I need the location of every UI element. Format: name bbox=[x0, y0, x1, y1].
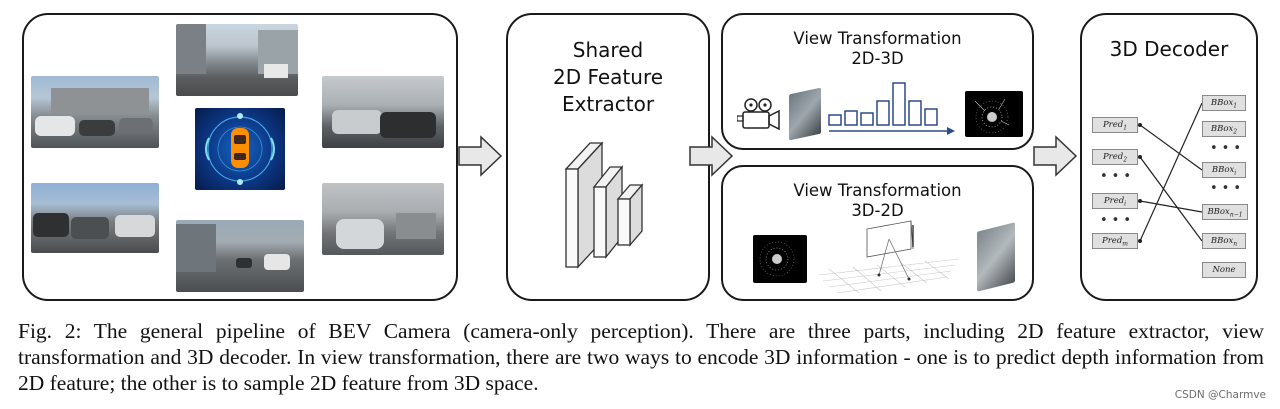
view-transform-2d3d-panel: View Transformation 2D-3D bbox=[721, 13, 1034, 150]
car-sensor-icon bbox=[195, 108, 285, 190]
front-right-camera-image bbox=[322, 76, 444, 148]
matching-lines bbox=[1138, 102, 1203, 243]
bbox-subscript: i bbox=[1234, 169, 1237, 177]
shared-extractor-panel: Shared 2D Feature Extractor bbox=[506, 13, 710, 301]
output-view-image-bottom bbox=[977, 222, 1015, 292]
bbox-item-1: BBox1 bbox=[1202, 95, 1246, 111]
pred-label: Pred bbox=[1102, 152, 1124, 162]
front-left-camera-image bbox=[31, 76, 159, 148]
bbox-label: BBox bbox=[1210, 124, 1234, 134]
bbox-subscript: n−1 bbox=[1229, 211, 1243, 219]
pred-ellipsis-1: ••• bbox=[1100, 169, 1136, 184]
view-transform-3d2d-title-line1: View Transformation bbox=[793, 181, 962, 200]
pred-item-2: Pred2 bbox=[1092, 149, 1138, 165]
pred-item-1: Pred1 bbox=[1092, 117, 1138, 133]
back-left-camera-image bbox=[31, 183, 159, 253]
view-transform-3d2d-panel: View Transformation 3D-2D bbox=[721, 165, 1034, 301]
pred-label: Pred bbox=[1102, 120, 1124, 130]
view-transform-2d3d-title-line2: 2D-3D bbox=[851, 49, 904, 68]
view-transform-2d3d-title-line1: View Transformation bbox=[793, 29, 962, 48]
input-view-image-top bbox=[789, 87, 821, 141]
bbox-subscript: n bbox=[1233, 240, 1238, 248]
front-camera-image bbox=[176, 24, 298, 96]
bbox-item-2: BBox2 bbox=[1202, 121, 1246, 137]
pred-label: Pred bbox=[1102, 236, 1123, 246]
camera-icon bbox=[737, 98, 780, 131]
pred-label: Pred bbox=[1103, 196, 1125, 206]
pred-subscript: 1 bbox=[1123, 124, 1128, 132]
pred-subscript: 2 bbox=[1123, 156, 1128, 164]
bbox-subscript: 1 bbox=[1233, 102, 1238, 110]
figure-caption: Fig. 2: The general pipeline of BEV Came… bbox=[18, 319, 1264, 395]
bbox-ellipsis-1: ••• bbox=[1210, 141, 1246, 156]
feature-stack-icon bbox=[564, 141, 644, 269]
view-transform-2d3d-title: View Transformation 2D-3D bbox=[723, 29, 1032, 69]
flow-arrow-2 bbox=[689, 135, 734, 177]
bev-pointcloud-top bbox=[965, 91, 1023, 137]
3d-grid-projection-icon bbox=[819, 220, 959, 293]
pred-item-i: Predi bbox=[1092, 193, 1138, 209]
camera-inputs-panel bbox=[22, 13, 458, 301]
pred-subscript: m bbox=[1122, 240, 1128, 248]
bbox-label: BBox bbox=[1207, 207, 1230, 217]
flow-arrow-1 bbox=[458, 135, 503, 177]
decoder-title: 3D Decoder bbox=[1109, 37, 1229, 61]
bbox-item-n: BBoxn bbox=[1202, 233, 1246, 249]
view-transform-3d2d-title-line2: 3D-2D bbox=[851, 201, 904, 220]
bbox-item-i: BBoxi bbox=[1202, 162, 1246, 178]
bbox-label: BBox bbox=[1210, 98, 1234, 108]
depth-histogram-icon bbox=[828, 82, 955, 135]
pred-subscript: i bbox=[1124, 200, 1127, 208]
bbox-ellipsis-2: ••• bbox=[1210, 181, 1246, 196]
bbox-subscript: 2 bbox=[1233, 128, 1238, 136]
bbox-item-n-minus-1: BBoxn−1 bbox=[1202, 204, 1248, 220]
back-camera-image bbox=[176, 220, 304, 292]
decoder-panel: 3D Decoder Pred1 Pred2 ••• Predi ••• Pre… bbox=[1080, 13, 1258, 301]
flow-arrow-3 bbox=[1033, 135, 1078, 177]
bev-pointcloud-bottom bbox=[753, 235, 807, 283]
shared-extractor-label: Shared 2D Feature Extractor bbox=[552, 38, 664, 116]
pred-item-m: Predm bbox=[1092, 233, 1138, 249]
bbox-label: BBox bbox=[1210, 236, 1234, 246]
bbox-label: BBox bbox=[1211, 165, 1235, 175]
view-transform-3d2d-title: View Transformation 3D-2D bbox=[723, 181, 1032, 221]
none-item: None bbox=[1202, 262, 1246, 278]
watermark: CSDN @Charmve bbox=[1174, 389, 1266, 401]
pred-ellipsis-2: ••• bbox=[1100, 213, 1136, 228]
back-right-camera-image bbox=[322, 183, 444, 255]
